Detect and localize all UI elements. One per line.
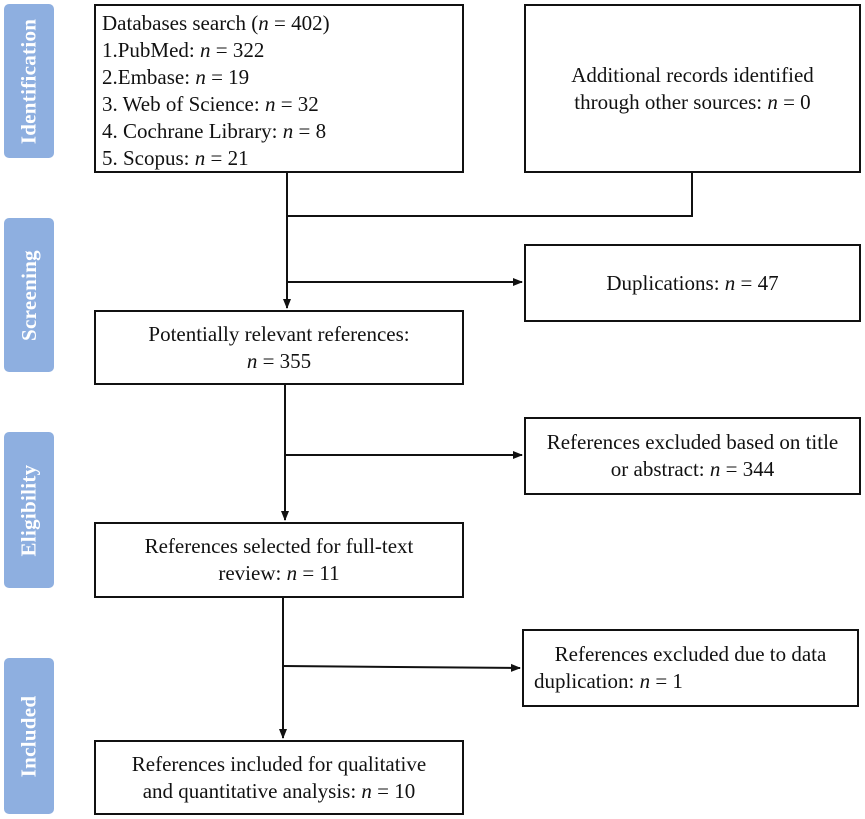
fulltext-line-1: review: n = 11 (218, 561, 340, 585)
excluded-title-line-1: or abstract: n = 344 (610, 457, 775, 481)
excluded-title-line-0: References excluded based on title (546, 430, 839, 454)
stage-tab-screening: Screening (4, 218, 54, 372)
additional-line-1: through other sources: n = 0 (574, 89, 811, 114)
databases-line-2: 2.Embase: n = 19 (102, 65, 250, 89)
stage-tab-included: Included (4, 658, 54, 814)
additional-records-box: Additional records identified through ot… (524, 4, 861, 173)
stage-tab-identification: Identification (4, 4, 54, 158)
databases-line-5: 5. Scopus: n = 21 (102, 146, 249, 170)
duplications-box: Duplications: n = 47 (524, 244, 861, 322)
excluded-dup-line-0: References excluded due to data (554, 642, 827, 666)
fulltext-line-0: References selected for full-text (144, 534, 414, 558)
included-line-0: References included for qualitative (131, 751, 427, 776)
included-box: References included for qualitative and … (94, 740, 464, 815)
databases-search-box: Databases search (n = 402) 1.PubMed: n =… (94, 4, 464, 173)
excluded-dup-line-1: duplication: n = 1 (534, 669, 683, 693)
databases-line-4: 4. Cochrane Library: n = 8 (102, 119, 327, 143)
databases-line-1: 1.PubMed: n = 322 (102, 38, 265, 62)
stage-tab-eligibility: Eligibility (4, 432, 54, 588)
arrow-to-excluded-dup (282, 663, 521, 672)
excluded-dup-box: References excluded due to data duplicat… (522, 629, 859, 707)
relevant-line-0: Potentially relevant references: (148, 321, 410, 346)
databases-line-0: Databases search (n = 402) (102, 11, 330, 35)
potentially-relevant-box: Potentially relevant references: n = 355 (94, 310, 464, 385)
databases-line-3: 3. Web of Science: n = 32 (102, 92, 319, 116)
fulltext-review-box: References selected for full-text review… (94, 522, 464, 598)
relevant-line-1: n = 355 (246, 348, 312, 373)
duplications-line-0: Duplications: n = 47 (606, 270, 779, 295)
excluded-title-box: References excluded based on title or ab… (524, 417, 861, 495)
connector-additional-join (287, 173, 693, 217)
additional-line-0: Additional records identified (571, 62, 814, 87)
included-line-1: and quantitative analysis: n = 10 (142, 778, 416, 803)
